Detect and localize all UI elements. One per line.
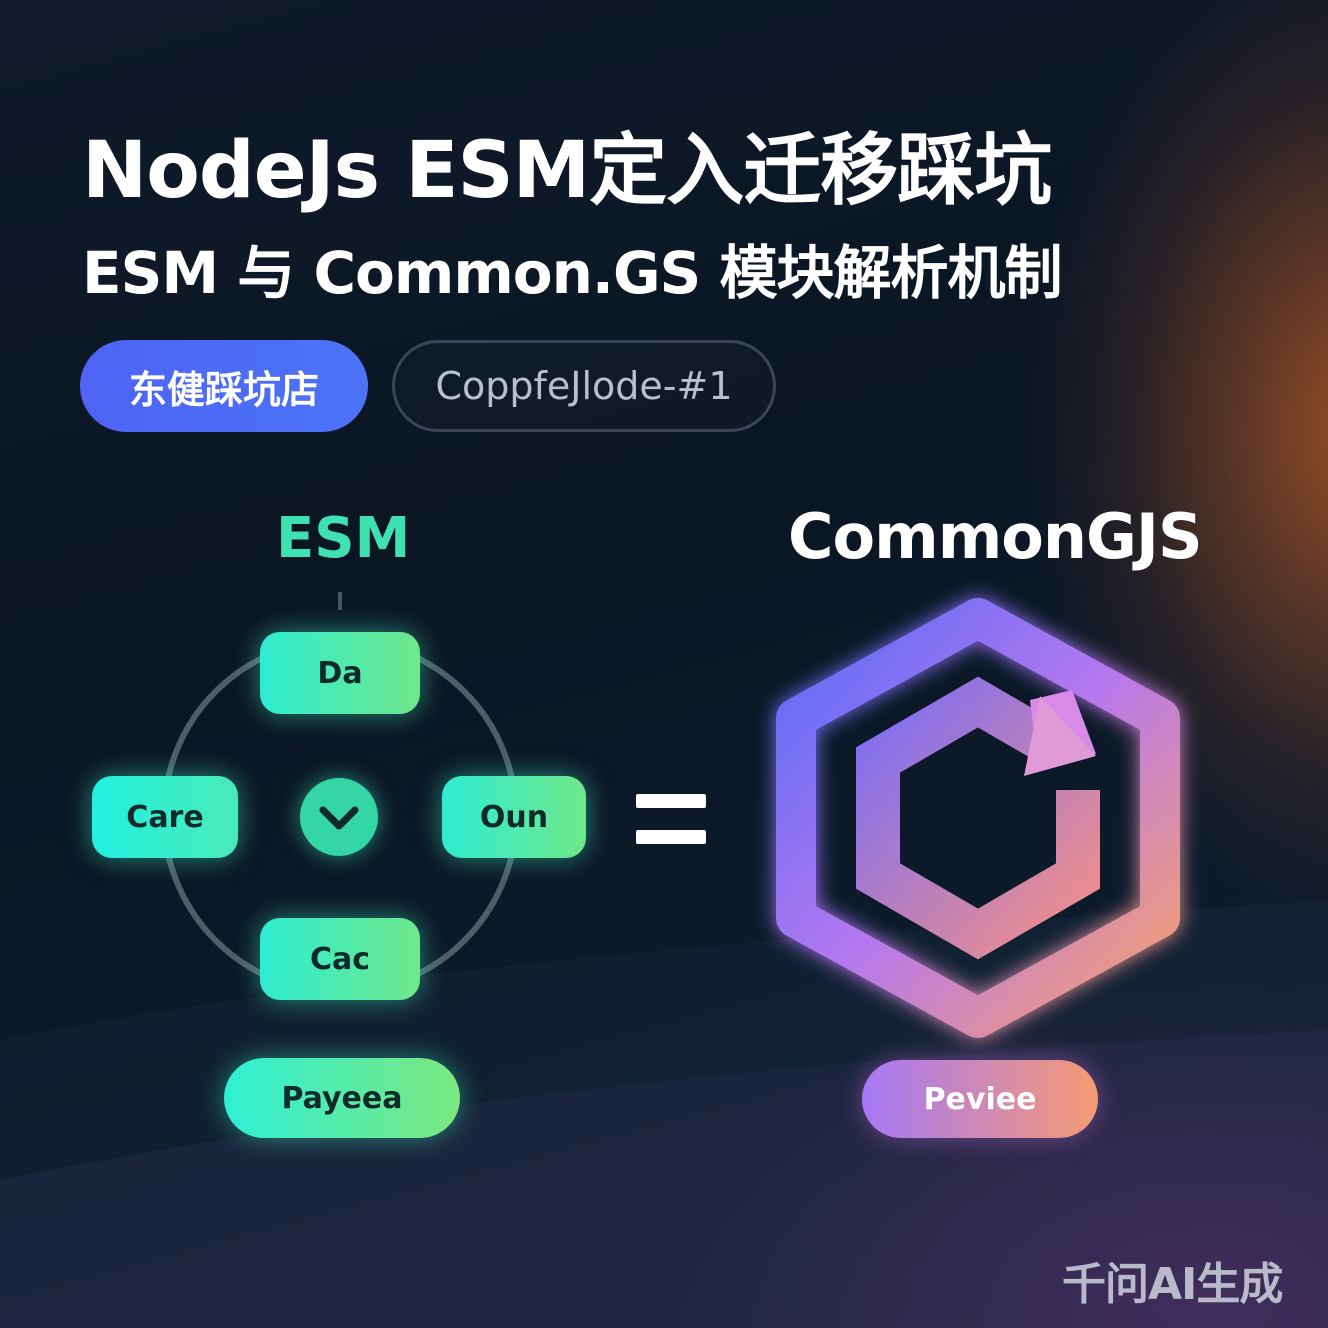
equals-bar-bottom: [636, 830, 706, 844]
inner-cycle-arrow-path: [856, 676, 1100, 960]
equals-icon: [636, 794, 706, 846]
esm-node-bottom[interactable]: Cac: [260, 918, 420, 1000]
primary-tag-button[interactable]: 东健踩坑店: [80, 340, 368, 432]
page-title: NodeJs ESM定入迁移踩坑: [82, 126, 1052, 216]
commonjs-pill-button[interactable]: Peviee: [862, 1060, 1098, 1138]
esm-pill-button[interactable]: Payeea: [224, 1058, 460, 1138]
esm-node-left[interactable]: Care: [92, 776, 238, 858]
secondary-tag-button[interactable]: CoppfeJlode-#1: [392, 340, 776, 432]
esm-center-badge[interactable]: [300, 778, 378, 856]
esm-node-right[interactable]: Oun: [442, 776, 586, 858]
chevron-down-icon: [319, 806, 359, 830]
equals-bar-top: [636, 794, 706, 808]
esm-node-top[interactable]: Da: [260, 632, 420, 714]
esm-label: ESM: [276, 506, 411, 571]
watermark: 千问AI生成: [1062, 1259, 1283, 1310]
page-subtitle: ESM 与 Common.GS 模块解析机制: [82, 239, 1063, 307]
arrow-tip: [1024, 696, 1096, 776]
outer-hexagon: [776, 598, 1180, 1038]
commonjs-label: CommonGJS: [788, 500, 1203, 573]
